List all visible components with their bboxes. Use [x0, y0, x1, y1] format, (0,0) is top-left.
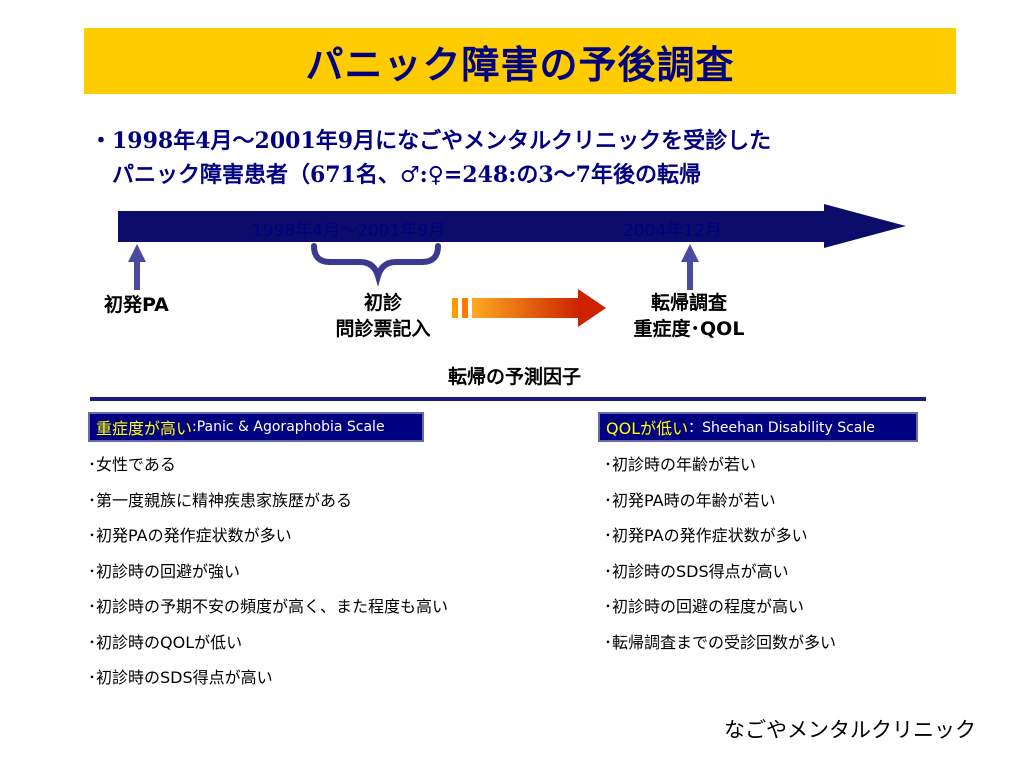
list-item: ･初発PAの発作症状数が多い	[88, 526, 292, 545]
study-description-line2: パニック障害患者（671名、♂:♀=248:の3～7年後の転帰	[112, 162, 701, 188]
list-item: ･初発PAの発作症状数が多い	[604, 526, 808, 545]
qol-header-scale: ：Sheehan Disability Scale	[688, 420, 875, 436]
list-item: ･初診時のQOLが低い	[88, 632, 243, 652]
survey-date-label: 2004年12月	[623, 221, 722, 241]
list-item: ･初診時のSDS得点が高い	[604, 561, 789, 581]
onset-label: 初発PA	[104, 292, 169, 318]
list-item: ･初発PA時の年齢が若い	[604, 490, 776, 510]
title-band: パニック障害の予後調査	[84, 28, 956, 94]
list-item: ･第一度親族に精神疾患家族歴がある	[88, 490, 353, 510]
section-divider	[90, 397, 926, 401]
list-item: ･初診時のSDS得点が高い	[88, 668, 273, 687]
list-item: ･初診時の回避の程度が高い	[604, 597, 805, 616]
qol-factor-list: ･初診時の年齢が若い ･初発PA時の年齢が若い ･初発PAの発作症状数が多い ･…	[604, 455, 836, 668]
qol-header: QOLが低い：Sheehan Disability Scale	[598, 412, 918, 442]
predictors-title: 転帰の予測因子	[448, 366, 582, 388]
onset-up-arrow	[128, 244, 146, 290]
list-item: ･初診時の年齢が若い	[604, 455, 757, 474]
severity-header-scale: :Panic & Agoraphobia Scale	[192, 419, 385, 435]
severity-factor-list: ･女性である ･第一度親族に精神疾患家族歴がある ･初発PAの発作症状数が多い …	[88, 455, 448, 704]
first-visit-text: 初診	[363, 292, 402, 314]
period-brace	[311, 243, 441, 287]
questionnaire-text: 問診票記入	[335, 318, 431, 340]
bullet-mark: ・	[90, 128, 113, 154]
qol-header-main: QOLが低い	[606, 419, 689, 438]
outcome-survey-text: 転帰調査	[650, 292, 727, 314]
clinic-name-footer: なごやメンタルクリニック	[724, 718, 976, 742]
study-description-line1: 1998年4月～2001年9月になごやメンタルクリニックを受診した	[112, 128, 772, 154]
first-visit-label: 初診 問診票記入	[318, 290, 448, 342]
severity-qol-text: 重症度･QOL	[633, 318, 745, 340]
timeline-arrow	[118, 204, 906, 248]
list-item: ･初診時の予期不安の頻度が高く、また程度も高い	[88, 597, 449, 616]
list-item: ･初診時の回避が強い	[88, 561, 241, 581]
outcome-label: 転帰調査 重症度･QOL	[614, 290, 764, 342]
list-item: ･女性である	[88, 455, 176, 474]
severity-header: 重症度が高い:Panic & Agoraphobia Scale	[88, 412, 424, 442]
period-label: 1998年4月～2001年9月	[252, 221, 446, 241]
onset-text: 初発PA	[104, 294, 169, 316]
prediction-arrow	[452, 289, 606, 327]
survey-up-arrow	[681, 244, 699, 290]
slide-title: パニック障害の予後調査	[305, 42, 735, 87]
list-item: ･転帰調査までの受診回数が多い	[604, 632, 837, 652]
severity-header-main: 重症度が高い	[96, 419, 193, 438]
